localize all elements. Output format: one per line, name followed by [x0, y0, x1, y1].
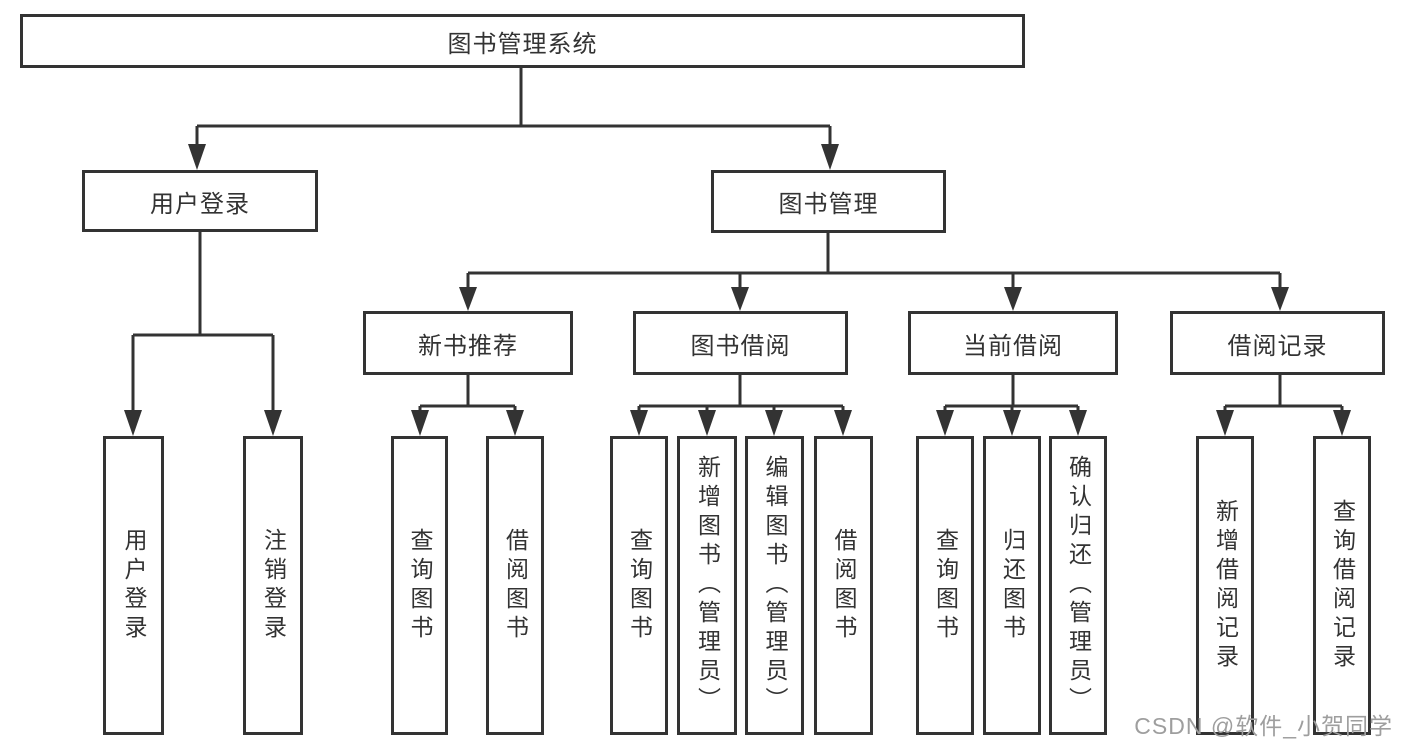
leaf-borrow-books: 借阅图书 [486, 436, 544, 735]
node-new-book-recommend: 新书推荐 [363, 311, 573, 375]
connector-bookborrow-to-leaves [637, 375, 845, 412]
node-book-management: 图书管理 [711, 170, 946, 233]
leaf-edit-books-admin: 编辑图书（管理员） [745, 436, 804, 735]
node-book-borrow: 图书借阅 [633, 311, 848, 375]
arrowhead-icon [459, 287, 1289, 311]
leaf-user-login: 用户登录 [103, 436, 164, 735]
arrowhead-icon [411, 410, 524, 436]
arrowhead-icon [124, 410, 282, 436]
node-library-system: 图书管理系统 [20, 14, 1025, 68]
arrowhead-icon [1216, 410, 1351, 436]
arrowhead-icon [630, 410, 852, 436]
leaf-return-books: 归还图书 [983, 436, 1041, 735]
leaf-logout: 注销登录 [243, 436, 303, 735]
leaf-borrow-books: 借阅图书 [814, 436, 873, 735]
csdn-watermark: CSDN @软件_小贺同学 [1134, 713, 1393, 739]
leaf-query-books: 查询图书 [391, 436, 448, 735]
leaf-query-borrow-record: 查询借阅记录 [1313, 436, 1371, 735]
arrowhead-icon [936, 410, 1087, 436]
node-borrow-records: 借阅记录 [1170, 311, 1385, 375]
connector-userlogin-to-leaves [131, 232, 275, 412]
arrowhead-icon [188, 144, 839, 170]
leaf-confirm-return-admin: 确认归还（管理员） [1049, 436, 1107, 735]
connector-currentborrow-to-leaves [943, 375, 1080, 412]
leaf-add-borrow-record: 新增借阅记录 [1196, 436, 1254, 735]
connector-root-to-level2 [195, 68, 832, 146]
leaf-add-books-admin: 新增图书（管理员） [677, 436, 737, 735]
connector-bookmgmt-to-level3 [466, 233, 1282, 289]
connector-newbooks-to-leaves [418, 375, 517, 412]
node-current-borrow: 当前借阅 [908, 311, 1118, 375]
node-user-login: 用户登录 [82, 170, 318, 232]
leaf-query-books: 查询图书 [610, 436, 668, 735]
leaf-query-books: 查询图书 [916, 436, 974, 735]
connector-records-to-leaves [1223, 375, 1344, 412]
